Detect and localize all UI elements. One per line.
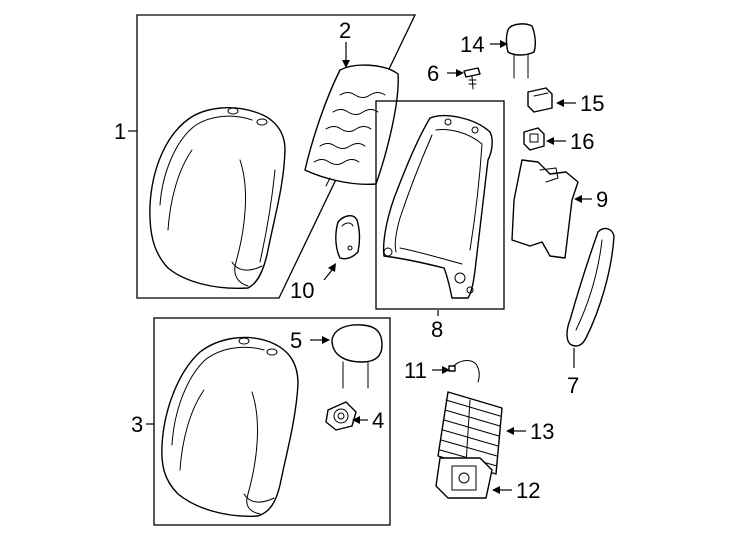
callout-2: 2 [339, 18, 351, 43]
callout-8: 8 [431, 317, 443, 342]
side-trim [566, 227, 615, 347]
group-box-lower [153, 317, 391, 526]
callout-3: 3 [131, 412, 143, 437]
group-box-upper [136, 14, 417, 299]
callout-13: 13 [530, 419, 554, 444]
headrest-guide [527, 87, 553, 113]
side-bracket [335, 215, 361, 260]
callout-10: 10 [290, 278, 314, 303]
headrest-lower [331, 324, 383, 389]
callout-11: 11 [404, 358, 427, 383]
lumbar-grid [437, 391, 503, 475]
callout-5: 5 [290, 328, 302, 353]
headrest-top [505, 23, 537, 79]
seat-back-frame [382, 115, 493, 299]
callout-9: 9 [596, 187, 608, 212]
callout-12: 12 [516, 478, 540, 503]
heater-pad [304, 64, 399, 187]
leader-lines [128, 40, 592, 494]
callout-14: 14 [460, 32, 484, 57]
screw [463, 67, 481, 90]
back-panel [511, 159, 579, 259]
knob [325, 401, 357, 431]
seat-back-cover-lower [161, 336, 299, 517]
callout-6: 6 [427, 61, 439, 86]
lumbar-plate [435, 457, 493, 499]
callout-16: 16 [570, 129, 594, 154]
seat-back-cover-upper [149, 107, 286, 290]
callout-4: 4 [372, 408, 384, 433]
callout-1: 1 [114, 119, 126, 144]
group-box-frame [375, 100, 505, 310]
callout-7: 7 [567, 373, 579, 398]
cable [448, 360, 480, 383]
clip [523, 127, 545, 151]
callout-15: 15 [580, 91, 604, 116]
callout-labels: 1 2 3 4 5 6 7 8 9 10 11 12 13 14 15 16 [114, 18, 608, 503]
